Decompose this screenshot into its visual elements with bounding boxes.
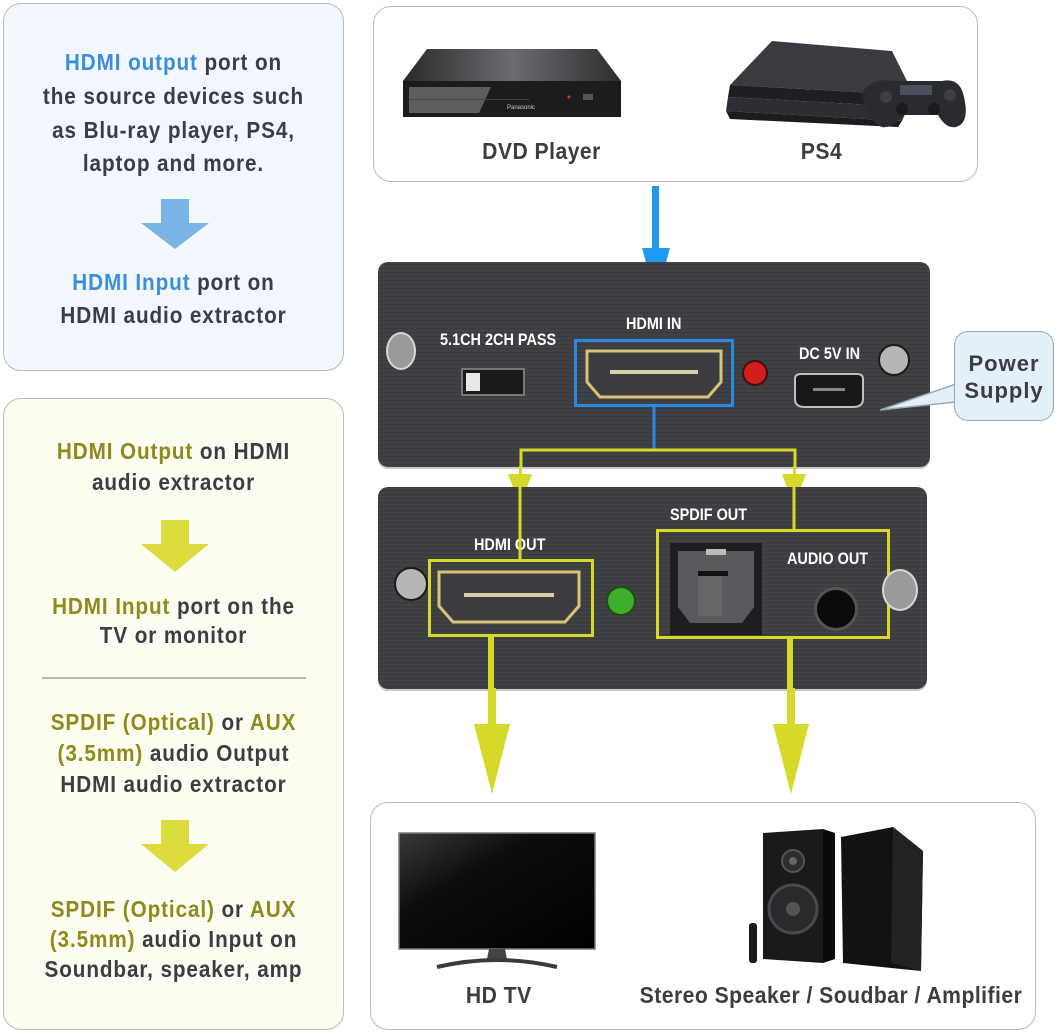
text-fragment: or xyxy=(214,709,250,735)
destination-label-speaker: Stereo Speaker / Soudbar / Amplifier xyxy=(639,982,1023,1008)
destination-label-tv: HD TV xyxy=(465,982,532,1008)
warranty-seal xyxy=(882,569,918,611)
brand-label: Panasonic xyxy=(507,105,535,111)
screw xyxy=(394,567,428,601)
extractor-input-line1: HDMI Input port on xyxy=(21,266,326,298)
hdmi-in-port-icon[interactable] xyxy=(584,348,724,400)
signal-split-lines xyxy=(519,407,797,467)
callout-line2: Supply xyxy=(964,378,1044,403)
audio-to-line1: SPDIF (Optical) or AUX xyxy=(21,893,326,925)
highlight-3-5mm: (3.5mm) xyxy=(49,926,136,952)
spdif-out-label: SPDIF OUT xyxy=(670,505,748,524)
audio-from-line2: (3.5mm) audio Output xyxy=(21,737,326,769)
switch-knob xyxy=(466,373,480,391)
callout-pointer xyxy=(880,382,957,411)
highlight-hdmi-output: HDMI output xyxy=(64,49,198,75)
status-led-green xyxy=(608,588,634,614)
warranty-seal xyxy=(386,332,416,370)
source-label-dvd: DVD Player xyxy=(482,138,601,164)
text-fragment: port on xyxy=(197,49,283,75)
source-devices-card: Panasonic DVD Player PS4 xyxy=(373,6,978,182)
audio-out-label: AUDIO OUT xyxy=(787,549,869,568)
panel-connector-lines xyxy=(488,487,796,689)
power-supply-callout: Power Supply xyxy=(954,331,1054,421)
mode-switch[interactable] xyxy=(461,368,525,396)
extractor-input-line2: HDMI audio extractor xyxy=(60,302,287,328)
highlight-spdif: SPDIF (Optical) xyxy=(50,896,215,922)
ps4-console-icon xyxy=(726,41,966,128)
highlight-hdmi-output: HDMI Output xyxy=(56,438,194,464)
extractor-output-panel: HDMI OUT SPDIF OUT AUDIO OUT xyxy=(378,487,927,689)
arrow-to-speaker xyxy=(773,724,809,794)
audio-to-line2: (3.5mm) audio Input on xyxy=(21,923,326,955)
arrow-to-tv xyxy=(474,724,510,794)
source-step-line4: laptop and more. xyxy=(82,150,265,176)
blu-ray-player-icon: Panasonic xyxy=(403,49,621,117)
arrow-down-icon xyxy=(141,199,209,249)
tv-icon xyxy=(398,832,596,969)
text-fragment: audio Output xyxy=(143,740,290,766)
video-from-line2: audio extractor xyxy=(91,469,256,495)
source-explanation-card: HDMI output port on the source devices s… xyxy=(3,3,344,371)
extractor-input-panel: 5.1CH 2CH PASS HDMI IN DC 5V IN xyxy=(378,262,930,467)
dc-in-label: DC 5V IN xyxy=(799,344,861,363)
arrow-down-icon xyxy=(141,520,209,572)
callout-line1: Power xyxy=(968,351,1040,376)
text-fragment: or xyxy=(214,896,250,922)
hdmi-out-highlight xyxy=(428,559,594,637)
highlight-aux: AUX xyxy=(249,896,297,922)
power-led-red xyxy=(744,362,766,384)
source-label-ps4: PS4 xyxy=(800,138,843,164)
arrow-down-icon xyxy=(141,820,209,872)
hdmi-out-port-icon[interactable] xyxy=(436,569,582,625)
highlight-3-5mm: (3.5mm) xyxy=(57,740,144,766)
highlight-spdif: SPDIF (Optical) xyxy=(50,709,215,735)
audio-from-line3: HDMI audio extractor xyxy=(60,771,287,797)
speaker-icon xyxy=(749,827,923,971)
video-to-line2: TV or monitor xyxy=(99,622,248,648)
hdmi-in-label: HDMI IN xyxy=(626,314,682,333)
destination-devices-card: HD TV Stereo Speaker / Soudbar / Amplifi… xyxy=(370,802,1036,1030)
video-from-line1: HDMI Output on HDMI xyxy=(21,435,326,467)
screw xyxy=(878,344,910,376)
source-step-line2: the source devices such xyxy=(42,83,305,109)
micro-usb-port-icon[interactable] xyxy=(791,371,867,411)
audio-from-line1: SPDIF (Optical) or AUX xyxy=(21,706,326,738)
divider xyxy=(42,677,306,679)
audio-to-line3: Soundbar, speaker, amp xyxy=(44,956,303,982)
text-fragment: port on xyxy=(190,269,275,295)
aux-3-5mm-jack-icon[interactable] xyxy=(814,587,858,631)
switch-label: 5.1CH 2CH PASS xyxy=(440,330,557,349)
output-explanation-card: HDMI Output on HDMI audio extractor HDMI… xyxy=(3,398,344,1030)
spdif-optical-port-icon[interactable] xyxy=(668,541,764,637)
text-fragment: audio Input on xyxy=(135,926,298,952)
source-step-line1: HDMI output port on xyxy=(21,46,326,78)
text-fragment: port on the xyxy=(170,593,295,619)
source-step-line3: as Blu-ray player, PS4, xyxy=(52,117,295,143)
video-to-line1: HDMI Input port on the xyxy=(21,590,326,622)
hdmi-in-highlight xyxy=(574,339,734,407)
highlight-hdmi-input: HDMI Input xyxy=(72,269,191,295)
highlight-aux: AUX xyxy=(249,709,297,735)
hdmi-out-label: HDMI OUT xyxy=(474,535,546,554)
text-fragment: on HDMI xyxy=(193,438,291,464)
highlight-hdmi-input: HDMI Input xyxy=(52,593,171,619)
output-arrows xyxy=(474,688,809,794)
